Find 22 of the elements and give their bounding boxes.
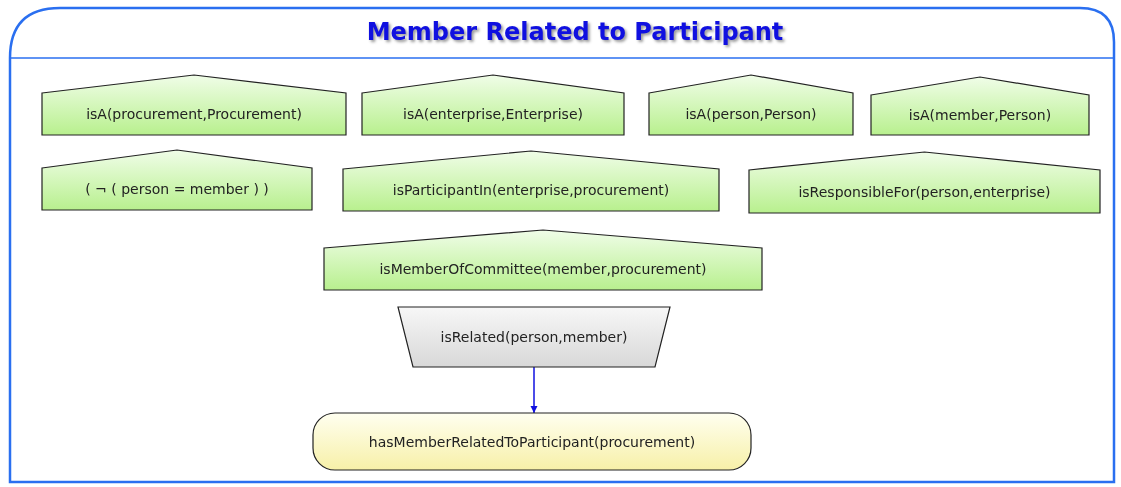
rule-trapezoid (398, 307, 670, 367)
predicate-text: isParticipantIn(enterprise,procurement) (391, 181, 671, 199)
predicate-text: isA(person,Person) (684, 105, 818, 123)
predicate-text: ( ¬ ( person = member ) ) (84, 180, 270, 198)
predicate-text: hasMemberRelatedToParticipant(procurement) (367, 432, 697, 451)
condition-box (362, 75, 624, 135)
predicate-text: isRelated(person,member) (439, 328, 629, 346)
condition-box (42, 75, 346, 135)
condition-box (871, 77, 1089, 135)
predicate-text: isResponsibleFor(person,enterprise) (797, 182, 1052, 201)
arrow (530, 366, 538, 414)
condition-box (343, 151, 719, 211)
condition-box (324, 230, 762, 290)
predicate-text: isA(member,Person) (907, 106, 1053, 124)
predicate-text: isMemberOfCommittee(member,procurement) (378, 260, 708, 278)
condition-box (649, 75, 853, 135)
predicate-text: isA(enterprise,Enterprise) (402, 105, 584, 123)
diagram-title: Member Related to Participant (365, 18, 785, 46)
predicate-text: isA(procurement,Procurement) (85, 105, 303, 123)
conclusion-box (313, 413, 751, 470)
condition-box (749, 152, 1100, 213)
condition-box (42, 150, 312, 210)
